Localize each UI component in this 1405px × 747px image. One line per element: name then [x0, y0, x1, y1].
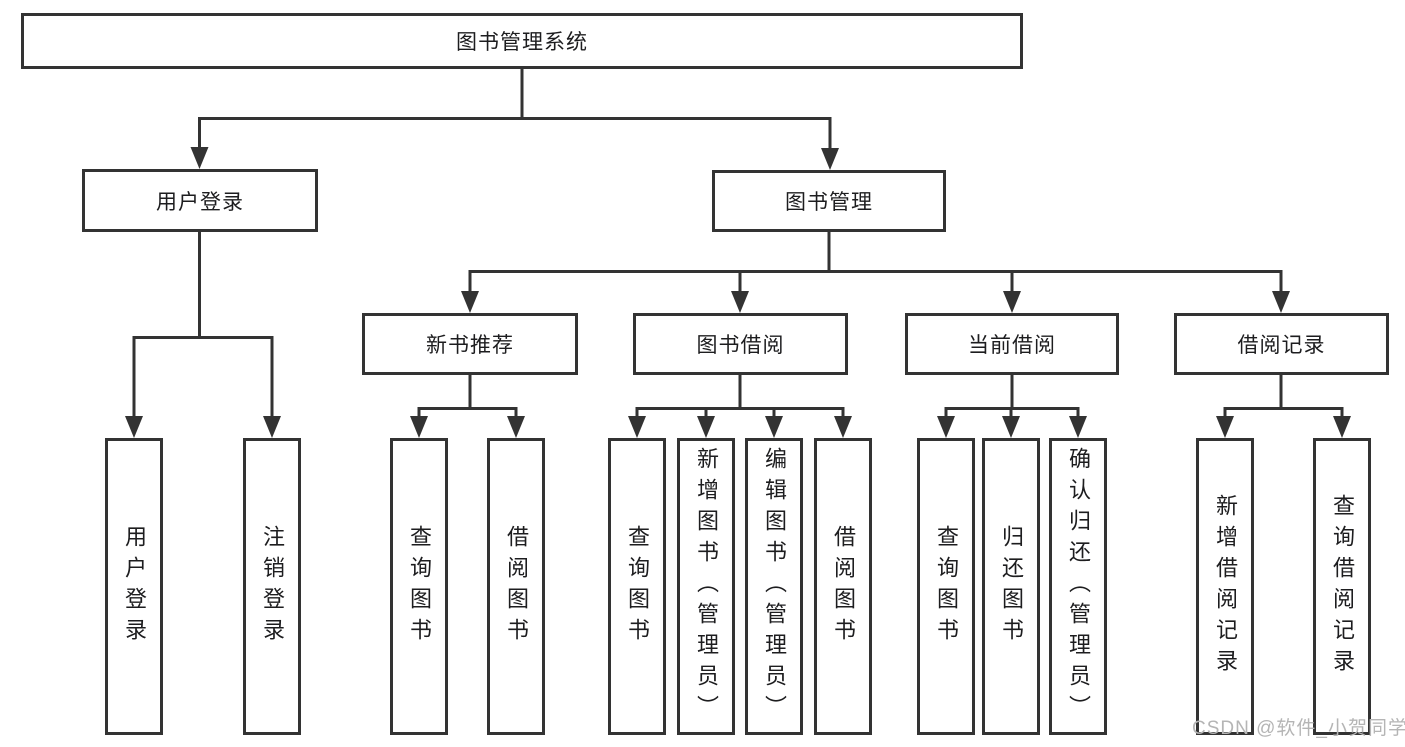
- leaf-query-books: 查询图书: [917, 438, 975, 735]
- node-label: 图书借阅: [696, 334, 785, 357]
- node-label: 借阅记录: [1237, 334, 1326, 357]
- leaf-borrow-books: 借阅图书: [814, 438, 872, 735]
- leaf-confirm-return-admin: 确认归还（管理员）: [1049, 438, 1107, 735]
- leaf-return-books: 归还图书: [982, 438, 1040, 735]
- node-label: 用户登录: [122, 524, 147, 649]
- node-label: 新书推荐: [426, 334, 514, 357]
- node-book-borrowing: 图书借阅: [633, 313, 848, 375]
- leaf-query-borrow-record: 查询借阅记录: [1313, 438, 1371, 735]
- csdn-watermark: CSDN @软件_小贺同学: [1192, 718, 1405, 739]
- leaf-add-borrow-record: 新增借阅记录: [1196, 438, 1254, 735]
- node-label: 新增图书（管理员）: [694, 447, 719, 726]
- node-label: 借阅图书: [504, 524, 529, 649]
- arrowheads: [125, 147, 1351, 438]
- leaf-query-books: 查询图书: [608, 438, 666, 735]
- node-user-login: 用户登录: [82, 169, 318, 232]
- node-library-management-system: 图书管理系统: [21, 13, 1023, 69]
- node-label: 用户登录: [156, 190, 244, 214]
- node-label: 确认归还（管理员）: [1066, 447, 1091, 726]
- node-label: 编辑图书（管理员）: [762, 447, 787, 726]
- node-label: 查询图书: [407, 524, 432, 649]
- node-label: 当前借阅: [968, 334, 1056, 357]
- leaf-add-books-admin: 新增图书（管理员）: [677, 438, 735, 735]
- leaf-edit-books-admin: 编辑图书（管理员）: [745, 438, 803, 735]
- node-label: 借阅图书: [831, 524, 856, 649]
- leaf-borrow-books: 借阅图书: [487, 438, 545, 735]
- leaf-logout: 注销登录: [243, 438, 301, 735]
- node-label: 注销登录: [260, 524, 285, 649]
- node-label: 查询图书: [625, 524, 650, 649]
- node-label: 归还图书: [999, 524, 1024, 649]
- node-current-borrowing: 当前借阅: [905, 313, 1119, 375]
- node-label: 图书管理系统: [456, 31, 588, 54]
- node-label: 图书管理: [785, 191, 873, 214]
- node-label: 查询图书: [934, 524, 959, 649]
- node-book-management: 图书管理: [712, 170, 946, 232]
- node-label: 新增借阅记录: [1213, 493, 1238, 680]
- leaf-user-login: 用户登录: [105, 438, 163, 735]
- node-label: 查询借阅记录: [1330, 493, 1355, 680]
- leaf-query-books: 查询图书: [390, 438, 448, 735]
- node-borrowing-records: 借阅记录: [1174, 313, 1389, 375]
- node-new-book-recommendation: 新书推荐: [362, 313, 578, 375]
